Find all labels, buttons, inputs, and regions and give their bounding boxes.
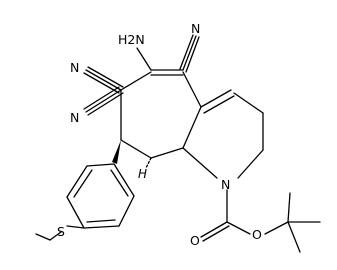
nitrile-n-top: N [191,21,200,36]
bond [202,225,230,242]
amino-group-label: H2N [118,32,145,47]
bond [86,163,115,167]
bond [66,225,85,229]
bond [85,69,122,91]
bond [226,221,251,235]
bond [83,86,120,110]
bond [66,196,85,229]
bond [85,89,122,113]
bond [86,219,116,223]
bond [185,36,200,73]
bond [150,147,184,159]
bond [87,92,124,116]
bond [113,163,135,197]
bond-lines [35,34,321,253]
bond [203,95,235,114]
bond [83,225,120,229]
carbonyl-oxygen-label: O [190,233,200,248]
bond [83,72,120,94]
bond [110,169,129,197]
ring-nitrogen-label: N [221,177,230,192]
sulfur-label: S [57,224,65,239]
nitrile-n-left: N [70,110,79,125]
bond [287,221,301,253]
bond [35,233,51,241]
bond [136,47,152,71]
bond [179,34,194,70]
bond [264,221,289,235]
ester-oxygen-label: O [252,227,262,242]
bond [120,71,152,91]
bond [87,66,124,88]
bond [182,147,218,179]
nitrile-n-upper-left: N [70,60,79,75]
bond [237,149,264,179]
bond [49,231,62,241]
bond [287,192,291,223]
bond [120,139,152,159]
wedge-bond [112,140,121,164]
bond [200,89,232,108]
bond [182,106,202,149]
bond [118,195,135,227]
bond [182,71,202,108]
bond [73,169,93,198]
bond [200,221,228,238]
stereo-hydrogen-label: H [138,167,147,181]
bond [182,35,197,71]
bond [233,92,264,114]
bond [66,165,88,198]
bond [145,157,152,169]
